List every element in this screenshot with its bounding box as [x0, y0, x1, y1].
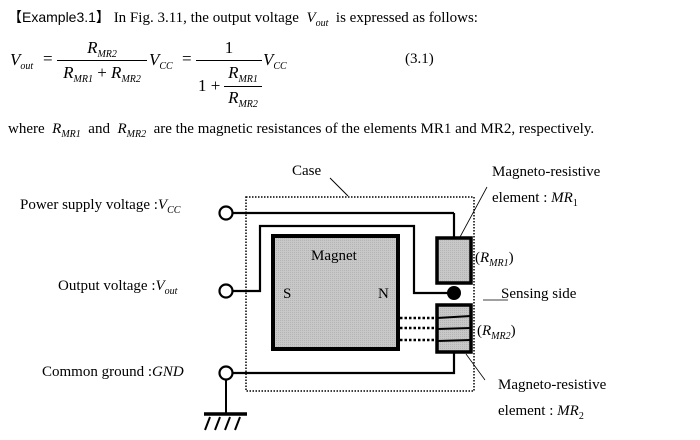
vcc-label-sub: CC [167, 205, 181, 216]
eq-equals-1: = [43, 49, 53, 68]
gnd-terminal-icon [218, 365, 234, 381]
vcc-label-text: Power supply voltage : [20, 197, 158, 213]
frac2-inner-num-var: R [228, 63, 239, 82]
vout-wire [232, 224, 454, 295]
where-r2-var: R [117, 121, 127, 137]
where-line: where RMR1 and RMR2 are the magnetic res… [8, 121, 594, 140]
frac2-inner-den-var: R [228, 88, 239, 107]
frac1-den-b-sub: MR2 [121, 74, 141, 85]
mr1-sub: 1 [572, 198, 578, 209]
ground-symbol-icon [204, 412, 247, 431]
intro-text-before: In Fig. 3.11, the output voltage [113, 10, 299, 26]
frac1-den-a-var: R [63, 63, 74, 82]
vcc-label: Power supply voltage :VCC [20, 197, 180, 216]
mr2-var: MR [557, 403, 579, 419]
mr2-name: element : MR2 [498, 403, 584, 422]
frac2-den-one: 1 + [198, 76, 221, 95]
rmr1-close: ) [508, 250, 514, 266]
rmr2-var: R [482, 323, 492, 339]
junction-dot-icon [447, 286, 461, 300]
eq-lhs-sub: out [20, 61, 34, 72]
where-r1-sub: MR1 [61, 129, 81, 140]
rmr2-close: ) [510, 323, 516, 339]
frac2-bar [196, 60, 262, 61]
frac1-num-sub: MR2 [97, 49, 117, 60]
rmr2-open: ( [477, 323, 482, 339]
magnet-label: Magnet [311, 248, 357, 264]
mr1-leader-line [459, 186, 488, 238]
mr2-coil-lines [436, 315, 472, 342]
gnd-label-text: Common ground : [42, 364, 153, 380]
vout-var: V [306, 10, 316, 26]
mr2-sub: 2 [578, 411, 584, 422]
example-tag: 【Example3.1】 [8, 9, 110, 25]
intro-text-after: is expressed as follows: [335, 10, 478, 26]
eq-lhs-var: V [10, 50, 21, 69]
frac1-denominator: RMR1 + RMR2 [57, 63, 147, 85]
mr2-title: Magneto-resistive [498, 377, 607, 393]
frac2-inner-den-sub: MR2 [238, 99, 258, 110]
vcc2-sub: CC [273, 61, 287, 72]
case-outline [245, 196, 475, 392]
intro-line: 【Example3.1】 In Fig. 3.11, the output vo… [8, 7, 478, 29]
vout-label: Output voltage :Vout [58, 278, 177, 297]
frac1-den-a-sub: MR1 [73, 74, 93, 85]
where-r2-sub: MR2 [126, 129, 147, 140]
vcc1-sub: CC [159, 61, 173, 72]
frac1-plus: + [97, 63, 107, 82]
where-rest: are the magnetic resistances of the elem… [153, 121, 595, 137]
rmr1-var: R [480, 250, 490, 266]
mr2-leader-line [465, 353, 486, 381]
vout-sub: out [315, 18, 329, 29]
gnd-label: Common ground :GND [42, 364, 184, 381]
where-and: and [88, 121, 110, 137]
frac2-inner-num: RMR1 [224, 63, 262, 85]
frac1-bar [57, 60, 147, 61]
vcc1-var: V [149, 50, 160, 69]
eq-equals-2: = [182, 49, 192, 68]
magnet-block [271, 234, 400, 351]
vout-label-text: Output voltage : [58, 278, 156, 294]
frac2-inner-num-sub: MR1 [238, 74, 258, 85]
vcc-label-var: V [157, 197, 168, 213]
magnetic-flux-lines [400, 316, 436, 342]
eq-vcc-1: VCC [149, 50, 173, 72]
equation-number: (3.1) [405, 51, 434, 67]
frac1-den-b-var: R [111, 63, 122, 82]
mr2-line2: element : [498, 403, 554, 419]
case-label: Case [292, 163, 322, 179]
eq-lhs: Vout [10, 50, 33, 72]
rmr1-label: (RMR1) [475, 250, 514, 269]
vout-terminal-icon [218, 283, 234, 299]
gnd-label-var: GND [152, 364, 184, 380]
frac1-num-var: R [87, 38, 98, 57]
gnd-wire [232, 353, 456, 375]
rmr2-sub: MR2 [491, 331, 511, 342]
mr1-name: element : MR1 [492, 190, 578, 209]
sensing-side-label: Sensing side [501, 286, 577, 302]
frac2-inner-bar [224, 86, 262, 87]
frac2-numerator: 1 [224, 38, 234, 57]
vout-label-sub: out [164, 286, 178, 297]
rmr1-sub: MR1 [489, 258, 509, 269]
eq-vcc-2: VCC [263, 50, 287, 72]
mr1-var: MR [551, 190, 573, 206]
vout-label-var: V [155, 278, 165, 294]
mr1-line2: element : [492, 190, 548, 206]
pole-n-label: N [378, 286, 389, 302]
frac1-numerator: RMR2 [57, 38, 147, 60]
pole-s-label: S [283, 286, 292, 302]
vcc-terminal-icon [218, 205, 234, 221]
where-r1-var: R [52, 121, 62, 137]
rmr1-open: ( [475, 250, 480, 266]
where-word: where [8, 121, 45, 137]
mr1-title: Magneto-resistive [492, 164, 601, 180]
frac2-inner-den: RMR2 [224, 88, 262, 110]
rmr2-label: (RMR2) [477, 323, 516, 342]
mr1-element [435, 236, 473, 285]
case-leader-line [329, 177, 349, 197]
vcc2-var: V [263, 50, 274, 69]
